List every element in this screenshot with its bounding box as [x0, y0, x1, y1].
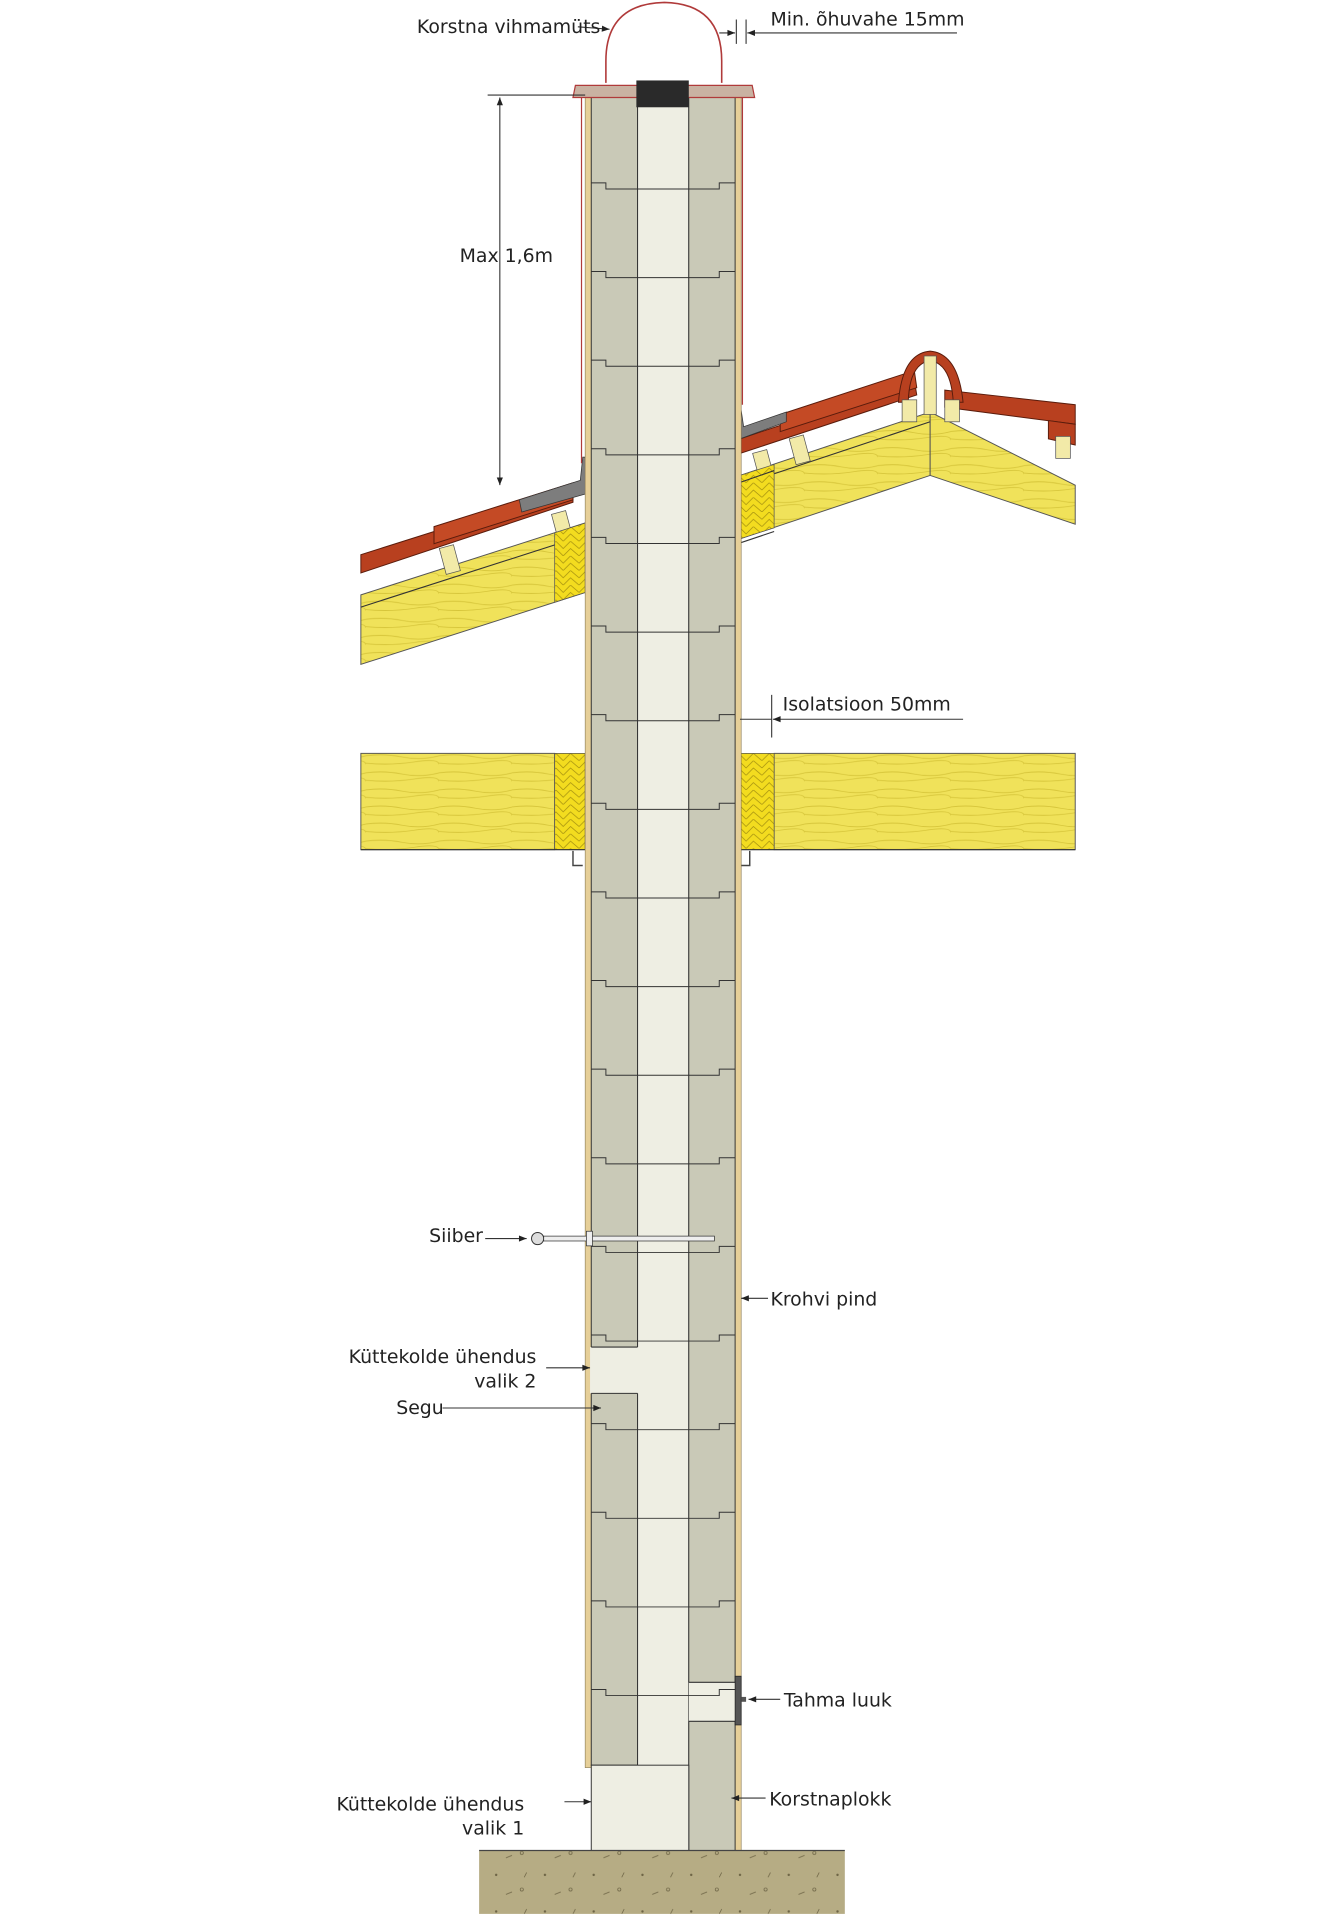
roof-insulation-right [739, 463, 775, 540]
block-joint [591, 1068, 736, 1076]
foundation [479, 1850, 845, 1914]
ceiling-insulation-right [739, 753, 775, 851]
block-joint [591, 1334, 736, 1342]
block-joint [591, 182, 736, 190]
roof-left [360, 456, 587, 666]
label-air-gap: Min. õhuvahe 15mm [770, 9, 964, 31]
block-joint [591, 802, 736, 810]
damper-handle [531, 1231, 545, 1246]
soot-door-opening [688, 1682, 736, 1722]
block-joint [591, 359, 736, 367]
ceiling-insulation-left [554, 753, 586, 851]
rafter-ridge-right [929, 411, 1076, 525]
ceiling-beam [360, 752, 1076, 867]
block-joint [591, 1423, 736, 1431]
rain-cap [605, 1, 723, 83]
block-joint [591, 536, 736, 544]
block-joint [591, 1157, 736, 1165]
ridge-tile [897, 350, 964, 403]
block-joint [591, 448, 736, 456]
block-joint [591, 270, 736, 279]
label-damper: Siiber [429, 1225, 483, 1247]
damper-rod [543, 1235, 715, 1242]
cap-plug [636, 80, 689, 108]
label-connection2-line2: valik 2 [474, 1370, 536, 1392]
label-rain-cap: Korstna vihmamüts [417, 16, 600, 38]
connection-opening-2 [590, 1347, 639, 1394]
block-joint [591, 625, 736, 633]
block-joint [591, 1245, 736, 1253]
block-joint [591, 1511, 736, 1519]
label-connection1-line1: Küttekolde ühendus [336, 1793, 524, 1815]
label-mortar: Segu [396, 1397, 444, 1419]
plaster-right [734, 94, 742, 1851]
label-plaster: Krohvi pind [770, 1289, 877, 1311]
block-wall-right [688, 94, 736, 1852]
soot-door [734, 1675, 742, 1726]
chimney [531, 1, 756, 1852]
roof-right [584, 350, 1076, 596]
block-wall-left [590, 94, 639, 1766]
roof-insulation-left [554, 522, 586, 603]
block-joint [591, 979, 736, 988]
block-joint [591, 1688, 736, 1697]
label-connection1-line2: valik 1 [462, 1818, 524, 1840]
block-joint [591, 891, 736, 899]
annotations [442, 19, 964, 1805]
label-connection2-line1: Küttekolde ühendus [349, 1346, 537, 1368]
block-joint [591, 714, 736, 722]
label-chimney-block: Korstnaplokk [769, 1788, 891, 1810]
connection-opening-1 [590, 1764, 690, 1852]
flue [637, 94, 690, 1852]
label-insulation: Isolatsioon 50mm [783, 694, 951, 716]
plaster-left [584, 94, 592, 1768]
block-joint [591, 1600, 736, 1608]
label-soot-door: Tahma luuk [783, 1690, 892, 1712]
label-max-height: Max 1,6m [460, 245, 553, 267]
